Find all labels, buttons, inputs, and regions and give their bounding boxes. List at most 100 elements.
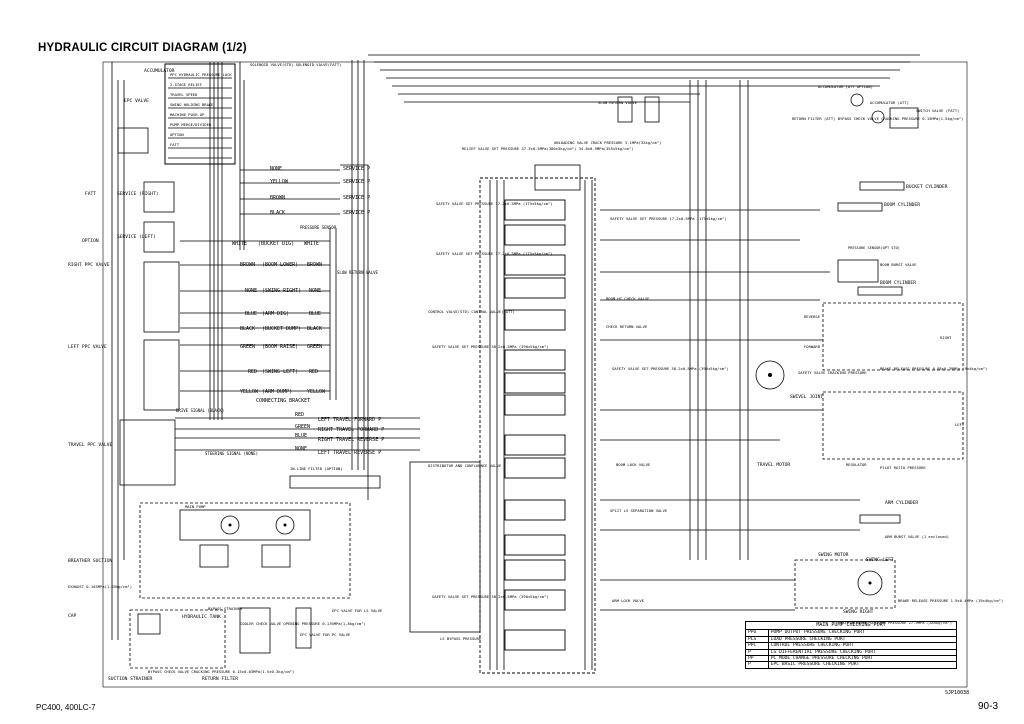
top-right-lines xyxy=(689,80,749,560)
color-row-9-left: GREEN xyxy=(240,344,255,350)
slow-return-top-left xyxy=(617,96,633,123)
solenoid-3: TRAVEL SPEED xyxy=(170,92,198,97)
label-accumulator-att: ACCUMULATOR (ATT OPTION) xyxy=(818,84,873,89)
label-ls-separation: SPLIT LS SEPARATION VALVE xyxy=(610,508,668,513)
boom-burst-box xyxy=(837,259,879,283)
pump-left xyxy=(220,515,240,535)
hydraulic-tank-box xyxy=(129,609,226,669)
label-swing-left: SWING LEFT xyxy=(866,557,894,563)
main-pump-box xyxy=(139,502,351,599)
label-travel-ppc: TRAVEL PPC VALVE xyxy=(68,442,112,448)
switch-valve-box xyxy=(889,107,919,129)
color-row-4-left: WHITE xyxy=(232,241,247,247)
solenoid-5: MACHINE PUSH-UP xyxy=(170,112,205,117)
label-left-ppc: LEFT PPC VALVE xyxy=(68,344,107,350)
label-safety-2: SAFETY VALVE SET PRESSURE 17.2±0.5MPa (1… xyxy=(610,216,727,221)
service-left-box xyxy=(143,221,175,253)
left-ppc-box xyxy=(143,339,180,411)
solenoid-rows xyxy=(168,77,232,159)
travel-motor-top xyxy=(822,302,964,371)
service-right-box xyxy=(143,181,175,213)
travel-motor-bottom xyxy=(822,391,964,460)
right-ppc-box xyxy=(143,261,180,333)
left-pilot-lines xyxy=(111,62,245,640)
color-row-10-left: RED xyxy=(248,369,257,375)
label-boom-cylinder-l: BOOM CYLINDER xyxy=(884,202,920,208)
color-row-2-right: SERVICE P xyxy=(343,195,370,201)
model-footer: PC400, 400LC-7 xyxy=(36,703,96,712)
color-row-1-left: YELLOW xyxy=(270,179,289,185)
label-accumulator-2: ACCUMULATOR (ATT) xyxy=(870,100,909,105)
label-exhaust: EXHAUST 0.103MPa(1.05kg/cm²) xyxy=(68,584,132,589)
color-row-5-right: BROWN xyxy=(307,262,322,268)
travel-row-2-color: BLUE xyxy=(295,433,307,439)
label-option: OPTION xyxy=(82,238,99,244)
color-row-4-mid: (BUCKET DIG) xyxy=(258,241,294,247)
label-cooler-check: COOLER CHECK VALVE OPENING PRESSURE 0.17… xyxy=(240,621,366,626)
label-service-right: SERVICE (RIGHT) xyxy=(117,191,159,197)
label-safety-3: SAFETY VALVE SET PRESSURE 17.2±0.5MPa (1… xyxy=(436,251,553,256)
color-row-0-right: SERVICE P xyxy=(343,166,370,172)
drive-signal-label: DRIVE SIGNAL (BLACK) xyxy=(176,408,224,413)
cap-box xyxy=(137,613,161,635)
color-row-8-right: BLACK xyxy=(307,326,322,332)
port-desc: PC MODE CHANGE PRESSURE CHECKING PORT xyxy=(767,654,958,663)
boom-cylinder-left xyxy=(837,202,883,212)
port-markers xyxy=(228,373,872,585)
color-row-9-mid: (BOOM RAISE) xyxy=(262,344,298,350)
solenoid-2: 2-STAGE RELIEF xyxy=(170,82,203,87)
color-row-6-left: NONE xyxy=(245,288,257,294)
slow-return-top-right xyxy=(644,96,660,123)
solenoid-7: OPTION xyxy=(170,132,184,137)
label-left: LEFT xyxy=(955,422,965,427)
travel-lines xyxy=(175,417,420,451)
color-row-6-mid: (SWING RIGHT) xyxy=(262,288,301,294)
arm-cylinder xyxy=(859,514,901,524)
port-table-header: MAIN PUMP CHECKING PORT xyxy=(745,620,957,631)
distributor-box xyxy=(409,461,481,633)
travel-row-0-text: LEFT TRAVEL FORWARD P xyxy=(318,417,381,423)
spools xyxy=(504,199,566,651)
label-right: RIGHT xyxy=(940,335,952,340)
solenoid-1: PPC HYDRAULIC PRESSURE LOCK xyxy=(170,72,232,77)
solenoid-4: SWING HOLDING BRAKE xyxy=(170,102,214,107)
port-code: P xyxy=(745,661,769,669)
color-row-8-mid: (BUCKET DUMP) xyxy=(262,326,301,332)
label-pressure-sensor-std: PRESSURE SENSOR(OPT STD) xyxy=(848,246,900,250)
right-main-lines xyxy=(600,209,860,611)
top-run-lines xyxy=(368,54,920,103)
page-number: 90-3 xyxy=(978,701,999,712)
label-boom-cylinder-r: BOOM CYLINDER xyxy=(880,280,916,286)
label-main-pump: MAIN PUMP xyxy=(185,504,206,509)
label-travel-motor: TRAVEL MOTOR xyxy=(757,462,790,468)
travel-ppc-box xyxy=(119,419,176,486)
solenoid-8: FATT xyxy=(170,142,180,147)
swing-motor xyxy=(857,570,883,596)
label-hydraulic-tank: HYDRAULIC TANK xyxy=(182,614,221,620)
pump-right xyxy=(275,515,295,535)
label-epc-pc: EPC VALVE FOR PC VALVE xyxy=(300,632,351,637)
pressure-sensor-label: PRESSURE SENSOR xyxy=(300,225,337,230)
color-row-1-right: SERVICE P xyxy=(343,179,370,185)
swing-motor-box xyxy=(794,559,896,609)
solenoid-6: PUMP MERGE/DIVIDER xyxy=(170,122,212,127)
swivel-joint xyxy=(755,360,785,390)
label-bucket-cylinder: BUCKET CYLINDER xyxy=(906,184,948,190)
solenoid-header: SOLENOID VALVE(STD) SOLENOID VALVE(FATT) xyxy=(250,62,341,67)
bypass-strainer-box xyxy=(239,607,271,654)
label-inline-filter: IN-LINE FILTER (OPTION) xyxy=(290,466,343,471)
label-boom-lock: BOOM LOCK VALVE xyxy=(616,462,651,467)
travel-row-2-text: RIGHT TRAVEL REVERSE P xyxy=(318,437,384,443)
label-arm-lock: ARM LOCK VALVE xyxy=(612,598,645,603)
label-unloading: UNLOADING VALVE CRACK PRESSURE 3.1MPa(32… xyxy=(554,140,661,145)
travel-row-3-text: LEFT TRAVEL REVERSE P xyxy=(318,450,381,456)
color-row-7-left: BLUE xyxy=(245,311,257,317)
label-breather: BREATHER SUCTION xyxy=(68,558,112,564)
label-bypass-check: BYPASS CHECK VALVE CRACKING PRESSURE 0.1… xyxy=(148,669,294,674)
label-safety-4: SAFETY VALVE SET PRESSURE 38.2±0.5MPa (3… xyxy=(432,344,549,349)
